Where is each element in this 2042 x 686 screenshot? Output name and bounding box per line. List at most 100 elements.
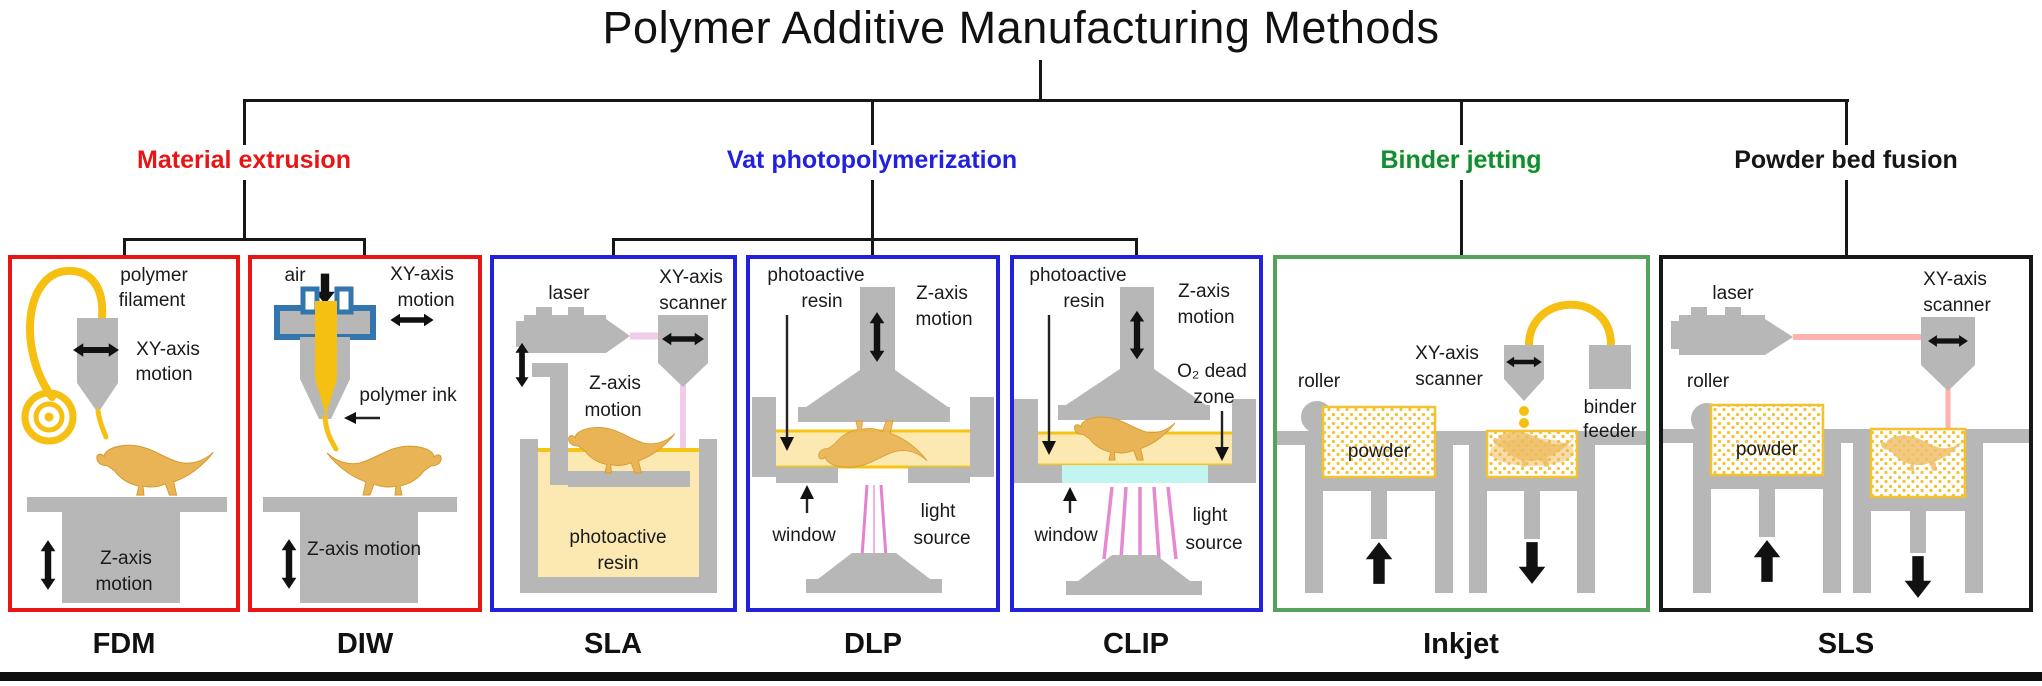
method-label-fdm: FDM: [92, 628, 156, 660]
z-axis-motion-label: Z-axis motion: [307, 539, 421, 560]
method-label-inkjet: Inkjet: [1423, 628, 1499, 660]
polymer-ink-label: polymer ink: [359, 385, 457, 406]
xy-scanner: [658, 315, 708, 387]
light-source-label: light: [1193, 505, 1229, 526]
tray-supports: [752, 397, 994, 483]
z-axis-motion-label: motion: [915, 309, 972, 330]
photoactive-resin-label: photoactive: [1029, 265, 1126, 286]
platform-down-arrow-icon: [1904, 556, 1932, 598]
z-motion-arrow-icon: [40, 540, 56, 590]
extruded-bead: [322, 414, 339, 452]
polymer-filament-label: polymer: [120, 265, 188, 286]
connector-line: [1039, 60, 1042, 99]
branch-binder-jetting: Binder jetting: [1380, 146, 1542, 174]
connector-line: [871, 99, 874, 145]
filament-strand: [26, 266, 107, 401]
photoactive-resin-label: resin: [801, 291, 842, 312]
oxygen-dead-zone-band: [1062, 465, 1208, 483]
connector-line: [1460, 180, 1463, 255]
light-source-label: source: [1185, 533, 1242, 554]
powder-label: powder: [1736, 439, 1799, 460]
photoactive-resin-label: photoactive: [767, 265, 864, 286]
connector-line: [1845, 99, 1848, 145]
air-label: air: [284, 265, 306, 286]
method-label-sls: SLS: [1817, 628, 1875, 660]
light-source-label: source: [913, 528, 970, 549]
method-label-diw: DIW: [336, 628, 394, 660]
light-projector: [806, 553, 942, 593]
method-label-sla: SLA: [584, 628, 642, 660]
dinosaur-part: [326, 445, 442, 496]
connector-line: [1135, 238, 1138, 255]
build-pedestal: [300, 512, 418, 603]
tray-supports: [1014, 399, 1256, 483]
sls-schematic: laser XY-axis scanner roller powder: [1663, 269, 2029, 598]
sls-panel: laser XY-axis scanner roller powder: [1659, 255, 2033, 612]
o2-dead-zone-label: zone: [1193, 387, 1234, 408]
figure-bottom-rule: [0, 672, 2042, 681]
photoactive-resin-label: resin: [1063, 291, 1104, 312]
projection-light-beam: [1102, 486, 1178, 560]
dlp-panel: photoactive resin Z-axis motion window l…: [746, 255, 1000, 612]
vat-walls: [520, 439, 717, 593]
xy-axis-motion-label: XY-axis: [136, 339, 200, 360]
dlp-schematic: photoactive resin Z-axis motion window l…: [752, 265, 994, 593]
dead-zone-pointer-arrowhead-icon: [1215, 447, 1229, 461]
method-label-dlp: DLP: [844, 628, 902, 660]
build-head: [1058, 287, 1210, 420]
xy-axis-motion-label: XY-axis: [390, 264, 454, 285]
z-axis-motion-label: motion: [584, 400, 641, 421]
extruder-head: [77, 318, 118, 413]
laser-device: [1671, 307, 1793, 355]
window-label: window: [771, 525, 836, 546]
o2-dead-zone-label: O₂ dead: [1177, 361, 1247, 382]
connector-line: [123, 238, 366, 241]
z-axis-motion-label: Z-axis: [589, 373, 641, 394]
roller-label: roller: [1687, 371, 1730, 392]
connector-line: [243, 99, 246, 145]
bed-frame: [1277, 431, 1646, 593]
polymer-filament-label: filament: [119, 290, 186, 311]
extruded-bead: [95, 408, 109, 440]
xy-axis-motion-label: motion: [135, 364, 192, 385]
branch-powder-bed-fusion: Powder bed fusion: [1734, 146, 1958, 174]
window-label: window: [1033, 525, 1098, 546]
ink-pointer-arrowhead-icon: [344, 412, 356, 424]
photoactive-resin-label: resin: [597, 553, 638, 574]
inkjet-schematic: roller XY-axis scanner powder binder fee…: [1277, 300, 1646, 593]
fdm-panel: polymer filament XY-axis motion Z-axis m…: [8, 255, 240, 612]
window-pointer-arrowhead-icon: [800, 485, 814, 499]
xy-scanner-label: XY-axis: [1923, 269, 1987, 290]
projection-light-beam: [860, 484, 888, 558]
roller-label: roller: [1298, 371, 1341, 392]
connector-line: [1845, 180, 1848, 255]
light-projector: [1066, 555, 1202, 595]
powder-label: powder: [1348, 441, 1411, 462]
z-motion-arrow-icon: [281, 539, 297, 589]
connector-line: [123, 238, 126, 255]
clip-panel: photoactive resin Z-axis motion O₂ dead …: [1010, 255, 1263, 612]
ink-column: [315, 337, 337, 415]
binder-feeder-label: feeder: [1583, 421, 1638, 442]
xy-scanner-label: XY-axis: [659, 267, 723, 288]
build-plate: [263, 497, 457, 512]
platform-down-arrow-icon: [1518, 542, 1546, 584]
diw-panel: air XY-axis motion polymer ink Z-axis mo…: [248, 255, 482, 612]
method-label-clip: CLIP: [1102, 628, 1170, 660]
binder-supply-tube: [1524, 300, 1615, 348]
xy-motion-arrow-icon: [390, 313, 434, 327]
xy-axis-motion-label: motion: [397, 290, 454, 311]
xy-scanner-label: scanner: [1923, 295, 1991, 316]
sla-panel: laser XY-axis scanner Z-axis motion phot…: [490, 255, 737, 612]
figure-title: Polymer Additive Manufacturing Methods: [602, 2, 1440, 53]
connector-line: [612, 238, 1138, 241]
ink-column: [315, 301, 337, 337]
xy-scanner-label: scanner: [1415, 369, 1483, 390]
dinosaur-part: [96, 444, 214, 496]
connector-line: [244, 99, 1849, 102]
laser-label: laser: [1712, 283, 1754, 304]
nozzle-tab: [300, 286, 320, 315]
diw-schematic: air XY-axis motion polymer ink Z-axis mo…: [263, 264, 457, 603]
branch-vat-photopolymerization: Vat photopolymerization: [726, 146, 1018, 174]
